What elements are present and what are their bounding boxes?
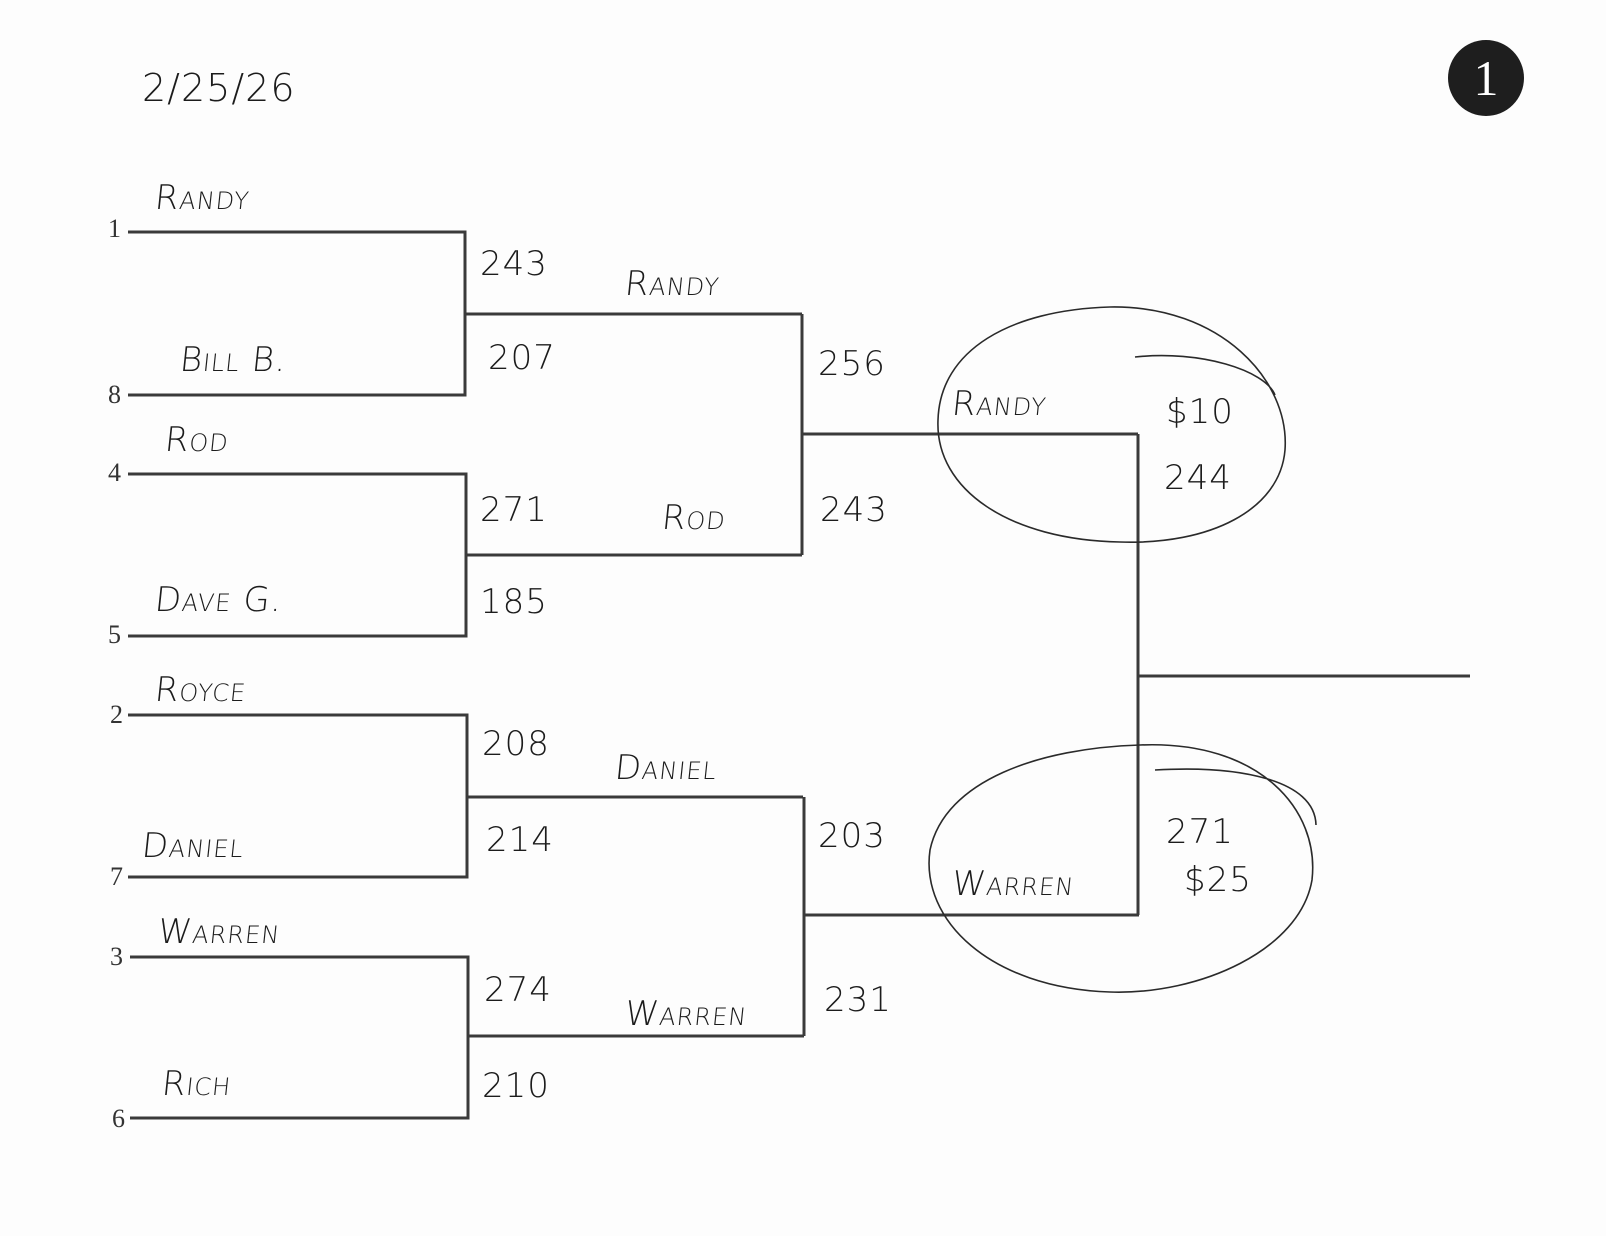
score: 274 bbox=[484, 970, 552, 1010]
score: 271 bbox=[480, 490, 548, 530]
prize: $25 bbox=[1184, 860, 1252, 900]
player-name: Bill B. bbox=[177, 340, 290, 380]
score: 203 bbox=[818, 816, 886, 856]
r2-match-2-lines bbox=[802, 797, 1139, 1036]
score: 243 bbox=[480, 244, 548, 284]
score: 207 bbox=[488, 338, 556, 378]
score: 256 bbox=[818, 344, 886, 384]
score: 271 bbox=[1166, 812, 1234, 852]
player-name: Rod bbox=[162, 420, 232, 460]
score: 243 bbox=[820, 490, 888, 530]
score: 244 bbox=[1164, 458, 1232, 498]
score: 231 bbox=[824, 980, 892, 1020]
r2-match-1-lines bbox=[800, 314, 1138, 555]
player-name: Warren bbox=[155, 912, 283, 952]
seed-label: 1 bbox=[108, 214, 121, 243]
player-name: Daniel bbox=[139, 826, 247, 866]
player-name: Randy bbox=[152, 178, 252, 218]
seed-label: 3 bbox=[110, 942, 123, 971]
player-name: Rod bbox=[659, 498, 729, 538]
r1-match-1-lines bbox=[128, 230, 802, 397]
seed-label: 6 bbox=[112, 1104, 125, 1133]
score: 208 bbox=[482, 724, 550, 764]
circle-randy bbox=[937, 306, 1286, 543]
prize: $10 bbox=[1166, 392, 1234, 432]
circle-warren bbox=[928, 744, 1317, 993]
player-name: Randy bbox=[622, 264, 722, 304]
player-name: Rich bbox=[159, 1064, 234, 1104]
seed-label: 4 bbox=[108, 458, 121, 487]
date: 2/25/26 bbox=[142, 66, 296, 110]
seed-label: 7 bbox=[110, 862, 123, 891]
player-name: Dave G. bbox=[152, 580, 285, 620]
player-name: Royce bbox=[152, 670, 249, 710]
finalist-name: Warren bbox=[949, 864, 1077, 904]
score: 210 bbox=[482, 1066, 550, 1106]
r1-match-4-lines bbox=[130, 955, 804, 1120]
seed-label: 8 bbox=[108, 380, 121, 409]
seed-label: 2 bbox=[110, 700, 123, 729]
player-name: Warren bbox=[622, 994, 750, 1034]
r1-match-3-lines bbox=[128, 713, 803, 879]
page-number-badge: 1 bbox=[1448, 40, 1524, 116]
score: 214 bbox=[486, 820, 554, 860]
player-name: Daniel bbox=[612, 748, 720, 788]
finalist-name: Randy bbox=[949, 384, 1049, 424]
final-lines bbox=[1136, 434, 1470, 915]
seed-label: 5 bbox=[108, 620, 121, 649]
score: 185 bbox=[480, 582, 548, 622]
r1-match-2-lines bbox=[128, 472, 802, 638]
